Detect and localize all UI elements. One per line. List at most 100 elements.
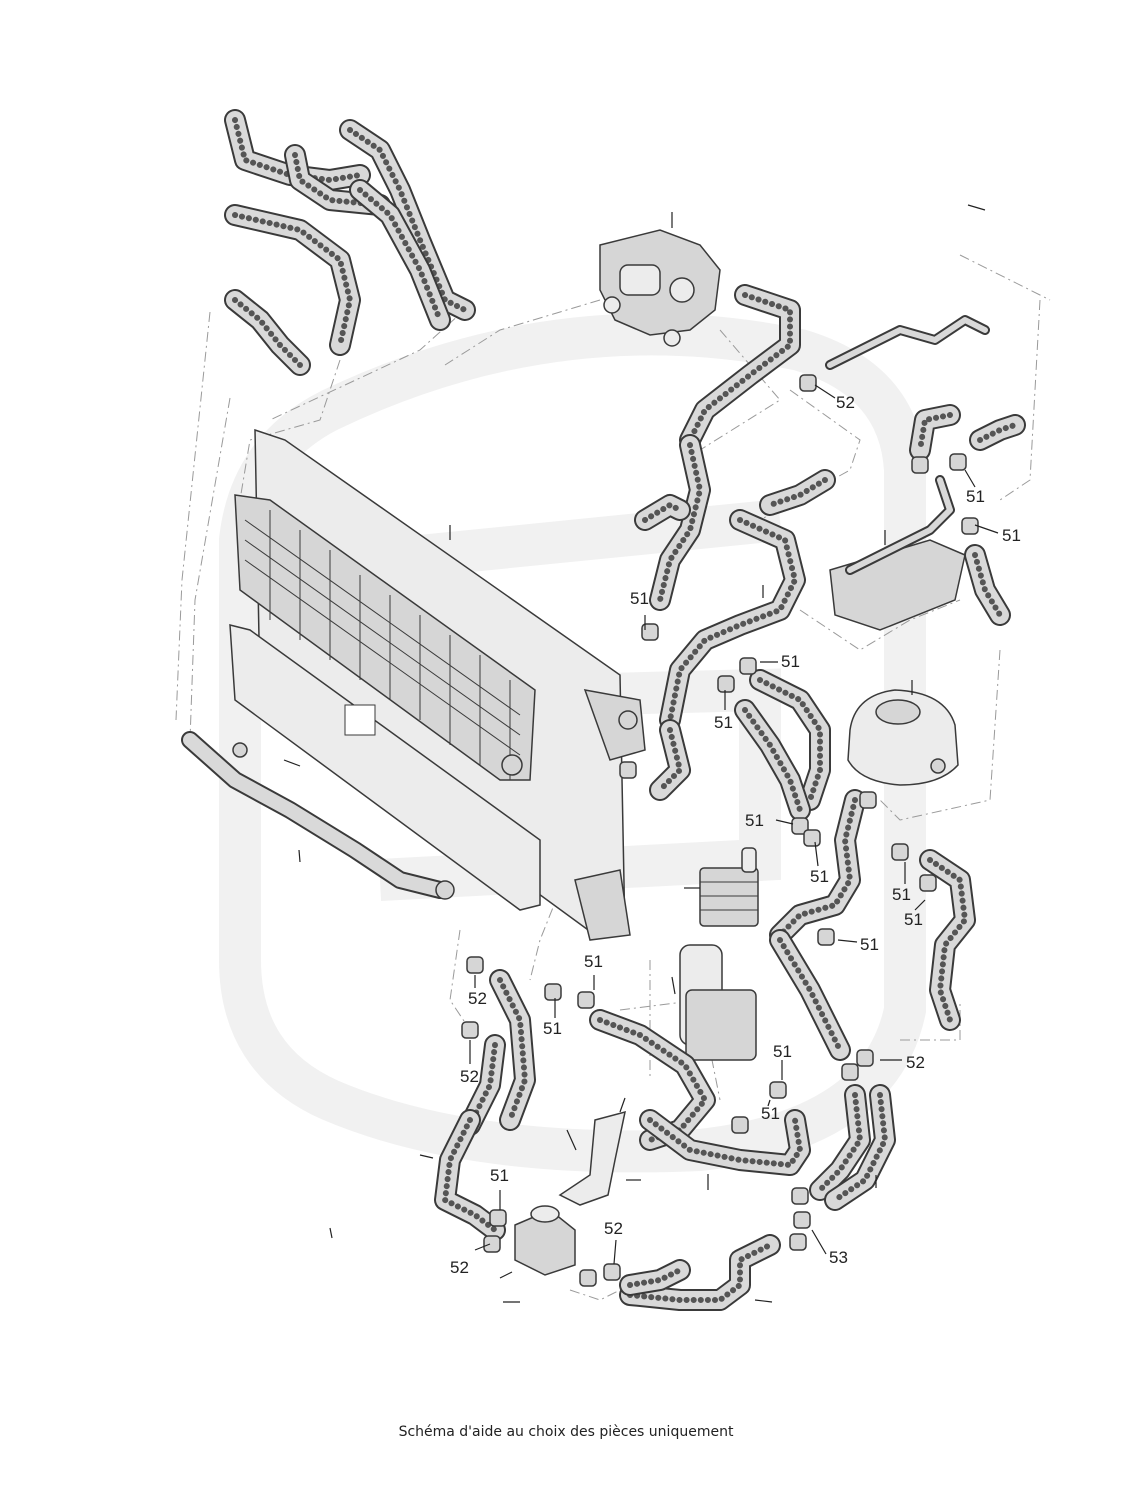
leader-line-22: [474, 1243, 491, 1251]
callout-c17: 52: [460, 1067, 479, 1086]
hose-clamps: [461, 374, 979, 1287]
callout-c12: 51: [584, 952, 603, 971]
hose-clamp-22: [731, 1116, 749, 1134]
coolant-hose-27: [832, 1092, 889, 1203]
upper-coolant-tube: [825, 315, 990, 370]
leader-line-37: [298, 849, 301, 863]
hose-clamp-14: [817, 928, 835, 946]
leader-line-36: [283, 759, 301, 767]
leader-line-3: [974, 524, 999, 534]
hose-clamp-3: [949, 453, 967, 471]
coolant-hose-1: [232, 117, 363, 184]
expansion-tank: [847, 689, 959, 786]
hose-clamp-25: [579, 1269, 597, 1287]
coolant-hose-8: [657, 442, 704, 603]
callout-c20: 52: [604, 1219, 623, 1238]
coolant-hose-5: [357, 187, 443, 323]
coolant-hose-17: [972, 552, 1003, 618]
callout-c16: 52: [906, 1053, 925, 1072]
hose-clamp-21: [769, 1081, 787, 1099]
leader-line-21: [811, 1229, 827, 1255]
hose-clamp-18: [461, 1021, 479, 1039]
mounting-bracket: [558, 1110, 626, 1206]
coolant-hose-3: [347, 127, 468, 313]
hose-clamp-1: [799, 374, 817, 392]
hose-clamp-29: [791, 1187, 809, 1205]
radiator: [229, 428, 646, 941]
callout-c19: 51: [490, 1166, 509, 1185]
leader-line-38: [329, 1227, 333, 1239]
hose-clamp-10: [803, 829, 821, 847]
callout-c8: 51: [810, 867, 829, 886]
hose-clamp-16: [544, 983, 562, 1001]
hose-clamp-28: [789, 1233, 807, 1251]
callout-c6: 51: [714, 713, 733, 732]
leader-line-11: [837, 939, 858, 943]
coolant-shutoff-valve: [514, 1205, 576, 1276]
hose-clamp-7: [717, 675, 735, 693]
hose-clamp-17: [577, 991, 595, 1009]
callout-c18: 51: [761, 1104, 780, 1123]
coolant-hose-16: [977, 422, 1018, 443]
coolant-hose-20: [927, 857, 969, 1023]
leader-line-20: [613, 1239, 617, 1265]
lower-coolant-pipe: [181, 731, 455, 900]
coolant-hose-19: [777, 937, 843, 1053]
coolant-hose-21: [497, 977, 529, 1123]
coolant-hose-14: [742, 707, 803, 813]
hose-clamp-23: [489, 1209, 507, 1227]
hose-clamp-11: [859, 791, 877, 809]
leader-line-8: [814, 841, 819, 867]
coolant-hose-11: [667, 517, 799, 723]
diagram-caption: Schéma d'aide au choix des pièces unique…: [398, 1424, 734, 1440]
coolant-hose-13: [757, 677, 823, 803]
callout-c13: 52: [468, 989, 487, 1008]
leader-line-42: [671, 976, 676, 995]
hose-clamp-15: [466, 956, 484, 974]
leader-line-18: [767, 1099, 771, 1107]
leader-line-2: [964, 469, 976, 488]
hose-clamp-4: [961, 517, 979, 535]
callout-c5: 51: [781, 652, 800, 671]
callout-c3: 51: [1002, 526, 1021, 545]
coolant-hose-15: [917, 412, 953, 453]
callout-c7: 51: [745, 811, 764, 830]
coolant-hose-10: [767, 477, 828, 508]
hose-clamp-26: [603, 1263, 621, 1281]
coolant-hose-23: [441, 1117, 498, 1233]
hose-clamp-12: [891, 843, 909, 861]
hose-clamp-6: [739, 657, 757, 675]
hose-clamp-5: [641, 623, 659, 641]
hose-clamp-20: [856, 1049, 874, 1067]
leader-line-7: [775, 819, 794, 825]
coolant-hose-6: [232, 297, 303, 368]
hose-clamp-19: [841, 1063, 859, 1081]
coolant-hose-18: [777, 797, 858, 938]
leader-line-39: [499, 1271, 513, 1279]
callout-c15: 51: [773, 1042, 792, 1061]
coolant-hose-25: [647, 1117, 804, 1169]
coolant-hoses: [224, 109, 1026, 1311]
coolant-distributor: [829, 475, 966, 631]
hose-clamp-2: [911, 456, 929, 474]
callout-c21: 53: [829, 1248, 848, 1267]
leader-line-24: [967, 204, 986, 211]
leader-line-1: [814, 384, 836, 399]
callout-labels: 52 51 51 51 51 51 51 51 51 51 51 51 52 5…: [450, 393, 1021, 1277]
callout-c14: 51: [543, 1019, 562, 1038]
coolant-hose-28: [627, 1242, 773, 1303]
coolant-hose-12: [657, 727, 684, 793]
coolant-hose-29: [627, 1267, 683, 1288]
leader-line-35: [419, 1154, 434, 1159]
hose-clamp-9: [791, 817, 809, 835]
leader-line-34: [754, 1299, 773, 1303]
hose-clamp-27: [793, 1211, 811, 1229]
leader-lines: [283, 204, 999, 1303]
hose-clamp-8: [619, 761, 637, 779]
coolant-hose-7: [687, 292, 793, 443]
coolant-hose-24: [597, 1017, 709, 1143]
callout-c1: 52: [836, 393, 855, 412]
callout-c9: 51: [892, 885, 911, 904]
callout-c10: 51: [904, 910, 923, 929]
